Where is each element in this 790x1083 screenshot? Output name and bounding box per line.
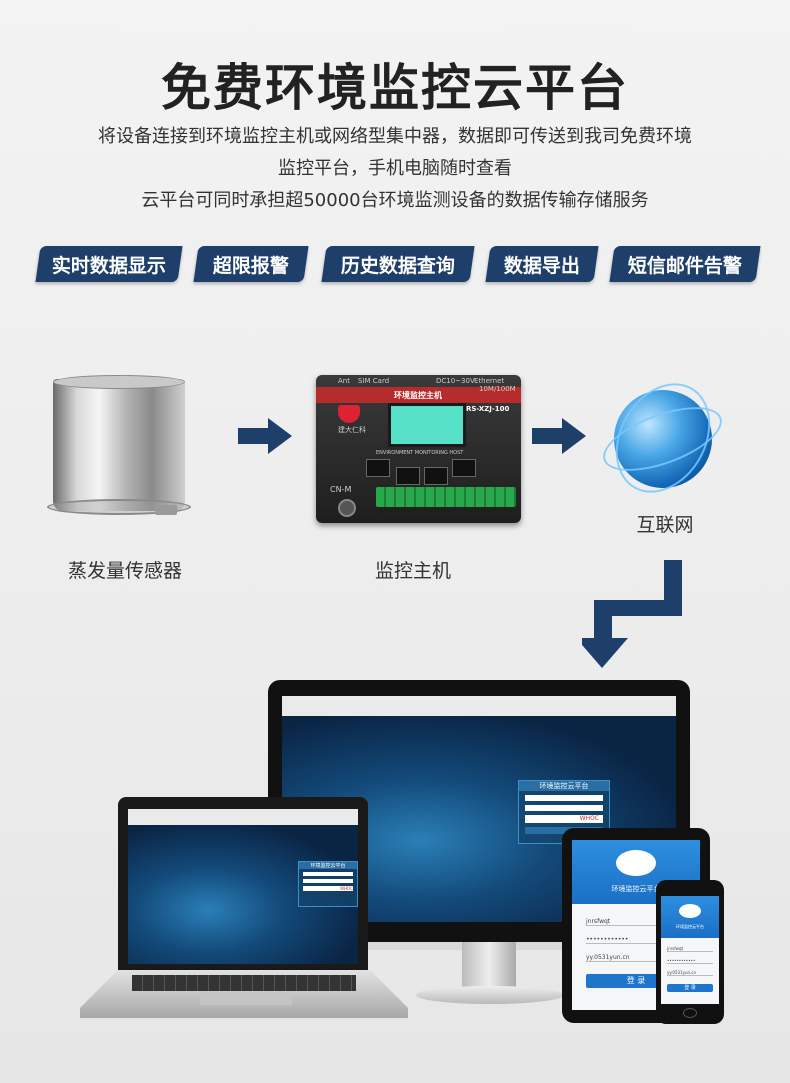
host-screen-title: 环境监控主机 [394,391,442,400]
cloud-icon [616,850,656,876]
laptop-screen: 环境监控云平台 WHOC [128,809,358,964]
feature-label: 超限报警 [212,254,289,277]
browser-bar [128,809,358,825]
home-button-icon [683,1008,697,1018]
app-username-field[interactable]: jnrsfwqt [586,918,686,926]
host-red-band [316,387,521,403]
laptop-keyboard [132,975,356,991]
feature-label: 数据导出 [503,254,580,277]
host-lcd-screen [388,403,466,447]
password-field[interactable] [525,805,603,811]
feature-label: 短信邮件告警 [627,254,742,277]
feature-tag-sms: 短信邮件告警 [609,246,761,282]
laptop: 环境监控云平台 WHOC [118,797,368,972]
host-terminal-block [376,487,516,507]
host-button [366,459,390,477]
host-button [424,467,448,485]
description-line-3: 云平台可同时承担超50000台环境监测设备的数据传输存储服务 [141,190,649,211]
app-username-field[interactable]: jnrsfwqt [667,946,713,952]
feature-label: 实时数据显示 [51,254,166,277]
app-server-field[interactable]: yy.0531yun.cn [586,954,686,962]
host-button [396,467,420,485]
cloud-icon [679,904,701,918]
password-field[interactable] [303,879,353,883]
username-field[interactable] [525,795,603,801]
captcha-field[interactable]: WHOC [303,886,353,891]
host-subtitle: ENVIRONMENT MONITORING HOST [376,450,464,456]
feature-label: 历史数据查询 [340,254,455,277]
sensor-tab [155,505,177,515]
page-title: 免费环境监控云平台 [161,59,629,117]
monitoring-host-image: Ant SIM Card DC10~30V Ethernet 10M/100M … [316,375,521,525]
app-login-button[interactable]: 登 录 [667,984,713,992]
host-button [452,459,476,477]
host-logo-icon [338,405,360,423]
sensor-can-top [53,375,185,389]
feature-tag-alarm: 超限报警 [193,246,309,282]
monitor-base [416,986,564,1004]
monitor-stand [462,942,516,992]
laptop-trackpad [200,993,292,1005]
arrow-down-elbow-icon [582,560,682,668]
browser-bar [282,696,676,716]
login-panel: 环境监控云平台 WHOC [298,861,358,907]
internet-caption: 互联网 [636,514,694,536]
app-title: 环境监控云平台 [611,885,661,893]
host-ant-label: Ant [338,377,350,385]
host-power-connector-icon [338,499,356,517]
phone-screen: 环境监控云平台 jnrsfwqt •••••••••••• yy.0531yun… [661,896,719,1004]
feature-tag-history: 历史数据查询 [321,246,475,282]
globe-icon [595,366,730,510]
host-sim-label: SIM Card [358,377,390,385]
app-title: 环境监控云平台 [676,924,704,929]
host-brand: 建大仁科 [338,426,366,434]
app-password-field[interactable]: •••••••••••• [586,936,686,944]
arrow-right-icon [238,418,292,454]
username-field[interactable] [303,872,353,876]
arrow-right-icon [532,418,586,454]
host-caption: 监控主机 [374,560,451,582]
sensor-caption: 蒸发量传感器 [67,560,182,582]
login-title: 环境监控云平台 [519,781,609,791]
description-line-2: 监控平台，手机电脑随时查看 [278,158,512,179]
login-title: 环境监控云平台 [299,862,357,869]
host-port-label: CN-M [330,485,352,494]
app-server-field[interactable]: yy.0531yun.cn [667,970,713,976]
evaporation-sensor-image [45,375,195,535]
sensor-can [53,379,185,511]
feature-tag-export: 数据导出 [485,246,599,282]
login-button[interactable] [525,827,603,834]
host-ethernet-label: Ethernet [474,377,505,385]
host-speed-label: 10M/100M [479,385,516,393]
feature-tag-realtime: 实时数据显示 [35,246,183,282]
description-line-1: 将设备连接到环境监控主机或网络型集中器，数据即可传送到我司免费环境 [98,126,692,147]
globe-sphere [614,390,712,488]
app-password-field[interactable]: •••••••••••• [667,958,713,964]
smartphone: 环境监控云平台 jnrsfwqt •••••••••••• yy.0531yun… [656,880,724,1024]
host-model: RS-XZJ-100 [466,405,510,413]
host-power-label: DC10~30V [436,377,475,385]
app-banner: 环境监控云平台 [661,896,719,938]
captcha-field[interactable]: WHOC [525,815,603,823]
